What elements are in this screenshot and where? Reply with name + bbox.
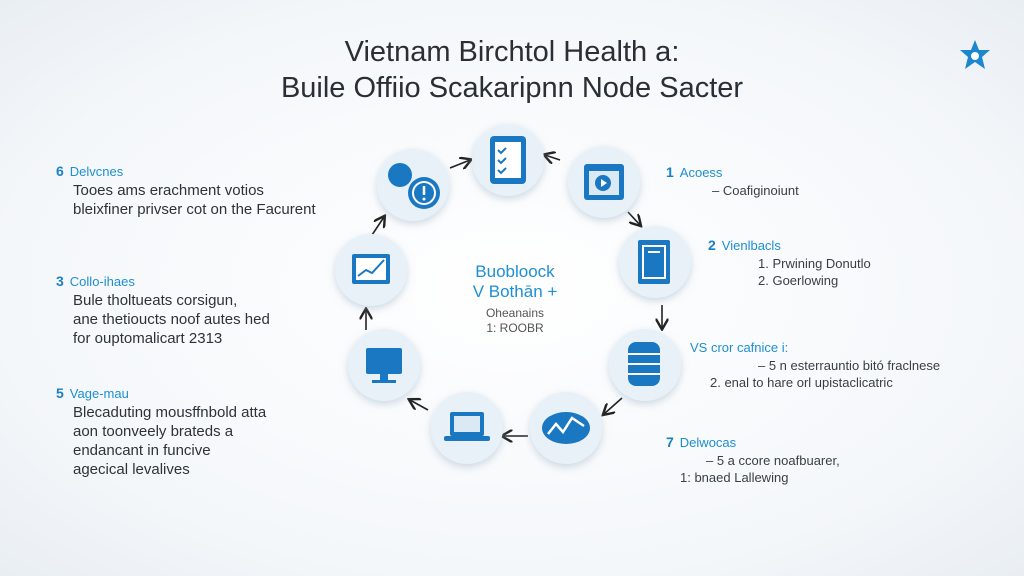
step-heading: Vienlbacls [721, 238, 781, 253]
arrow [371, 217, 384, 236]
server-book-icon [638, 240, 670, 284]
chart-trend-icon [542, 412, 590, 444]
media-window-icon [584, 164, 624, 200]
step-text: endancant in funcive [73, 442, 211, 459]
step-number: 6 [56, 163, 64, 179]
arrow [604, 397, 623, 414]
step-6-block: 6 Delvcnes Tooes ams erachment votios ble… [56, 162, 316, 219]
step-number: 1 [666, 164, 674, 180]
step-heading: Collo-ihaes [69, 274, 135, 289]
desktop-monitor-icon [366, 348, 402, 383]
step-text: bleixfiner privser cot on the Facurent [73, 201, 316, 218]
tablet-checklist-icon [490, 136, 526, 184]
arrow [410, 400, 429, 411]
step-text: aon toonveely brateds a [73, 423, 234, 440]
center-label: Buobloock V Bothān + Oheanains 1: ROOBR [440, 262, 590, 336]
step-text: Blecaduting mousffnbold atta [73, 404, 267, 421]
center-sub-line2: 1: ROOBR [486, 321, 544, 335]
arrow [545, 155, 561, 160]
step-text: – Coafiginoiunt [712, 183, 799, 198]
logo-star-icon [960, 40, 990, 69]
step-heading: Vage-mau [69, 386, 129, 401]
step-vs-block: VS cror cafnice i: – 5 n esterrauntio bi… [690, 338, 940, 391]
step-text: for ouptomalicart 2313 [73, 330, 223, 347]
database-icon [628, 342, 660, 386]
step-text: – 5 n esterrauntio bitó fraclnese [758, 358, 941, 373]
step-number: 5 [56, 385, 64, 401]
step-heading: Delvcnes [69, 164, 124, 179]
page-title-line2: Buile Offiio Scakaripnn Node Sacter [280, 72, 744, 104]
line-chart-monitor-icon [352, 254, 390, 284]
step-2-block: 2 Vienlbacls 1. Prwining Donutlo 2. Goerl… [708, 236, 871, 289]
step-heading: VS cror cafnice i: [690, 340, 789, 355]
step-text: 1: bnaed Lallewing [680, 470, 789, 485]
page-title-line1: Vietnam Birchtol Health a: [344, 36, 680, 68]
step-text: Tooes ams erachment votios [73, 182, 264, 199]
step-text: Bule tholtueats corsigun, [73, 292, 238, 309]
step-text: 2. enal to hare orl upistaclicatric [710, 375, 893, 390]
center-title-line1: Buobloock [475, 262, 555, 281]
step-heading: Delwocas [679, 435, 737, 450]
cycle-arrows [366, 155, 662, 436]
step-text: ane thetioucts noof autes hed [73, 311, 270, 328]
step-text: 2. Goerlowing [758, 273, 839, 288]
step-text: – 5 a ccore noafbuarer, [706, 453, 840, 468]
step-number: 2 [708, 237, 716, 253]
arrow [449, 160, 470, 168]
step-text: 1. Prwining Donutlo [758, 256, 871, 271]
step-1-block: 1 Acoess – Coafiginoiunt [666, 163, 799, 199]
laptop-icon [444, 412, 490, 441]
step-5-block: 5 Vage-mau Blecaduting mousffnbold atta a… [56, 384, 266, 479]
center-sub-line1: Oheanains [485, 306, 545, 320]
center-title-line2: V Bothān + [472, 282, 558, 301]
cloud-alert-icon [388, 163, 440, 209]
step-text: agecical levalives [73, 461, 190, 478]
step-3-block: 3 Collo-ihaes Bule tholtueats corsigun, a… [56, 272, 270, 348]
step-number: 7 [666, 434, 674, 450]
step-heading: Acoess [679, 165, 723, 180]
step-7-block: 7 Delwocas – 5 a ccore noafbuarer, 1: bna… [666, 433, 840, 486]
step-number: 3 [56, 273, 64, 289]
arrow [627, 211, 640, 225]
